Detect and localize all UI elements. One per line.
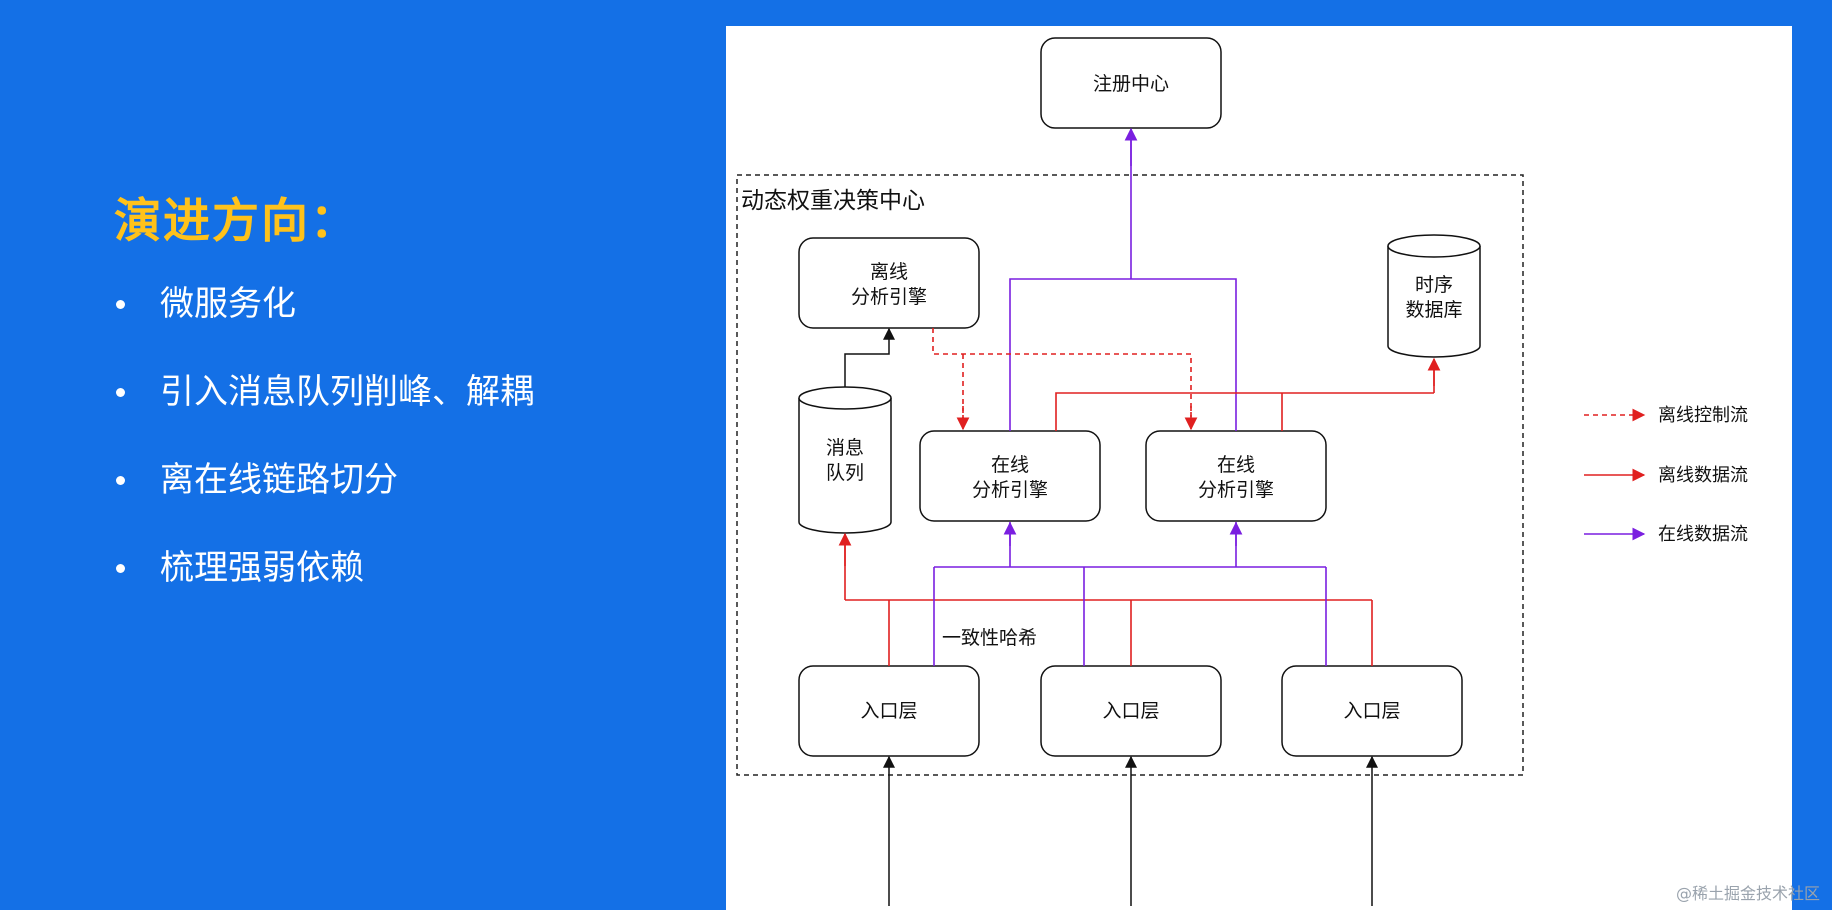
watermark-text: @稀土掘金技术社区 [1675, 884, 1820, 903]
online-engine-1-label-2: 分析引擎 [972, 479, 1048, 501]
registry-label: 注册中心 [1093, 73, 1169, 95]
slide-left-section: 演进方向： 微服务化 引入消息队列削峰、解耦 离在线链路切分 梳理强弱依赖 [0, 0, 720, 910]
architecture-diagram-panel: 动态权重决策中心 注册中心 离线 分析引擎 时序 数据库 消息 队列 在线 分析… [726, 26, 1792, 910]
online-engine-node-1 [919, 430, 1101, 522]
legend-offline-control-label: 离线控制流 [1658, 405, 1748, 426]
bullet-text: 微服务化 [160, 284, 296, 324]
bullet-list: 微服务化 引入消息队列削峰、解耦 离在线链路切分 梳理强弱依赖 [112, 282, 534, 634]
decision-center-label: 动态权重决策中心 [741, 188, 925, 214]
bullet-text: 引入消息队列削峰、解耦 [160, 372, 534, 412]
mq-to-offline-engine-arrow [844, 327, 895, 387]
offline-control-flow [932, 328, 1192, 428]
bullet-item: 引入消息队列削峰、解耦 [112, 370, 534, 458]
entry-layer-3-label: 入口层 [1343, 700, 1400, 722]
online-engine-1-label-1: 在线 [991, 454, 1029, 476]
entry-layer-1-label: 入口层 [860, 700, 917, 722]
offline-engine-label-2: 分析引擎 [851, 286, 927, 308]
message-queue-label-1: 消息 [826, 437, 864, 459]
tsdb-node [1387, 234, 1481, 358]
legend-online-data-label: 在线数据流 [1658, 524, 1748, 545]
legend: 离线控制流 离线数据流 在线数据流 [1584, 405, 1748, 545]
online-data-flow-bus [933, 522, 1327, 666]
message-queue-node [798, 386, 892, 534]
architecture-diagram: 动态权重决策中心 注册中心 离线 分析引擎 时序 数据库 消息 队列 在线 分析… [736, 37, 1748, 906]
engine-to-tsdb-flow [1055, 368, 1435, 431]
bullet-dot-icon [116, 300, 125, 309]
online-engine-node-2 [1145, 430, 1327, 522]
online-engine-2-label-1: 在线 [1217, 454, 1255, 476]
bullet-dot-icon [116, 476, 125, 485]
message-queue-label-2: 队列 [826, 462, 864, 484]
bullet-text: 梳理强弱依赖 [160, 548, 364, 588]
online-engine-2-label-2: 分析引擎 [1198, 479, 1274, 501]
bullet-dot-icon [116, 564, 125, 573]
tsdb-label-1: 时序 [1415, 274, 1453, 296]
bullet-dot-icon [116, 388, 125, 397]
consistent-hash-label-bg [938, 624, 1050, 650]
legend-offline-data-label: 离线数据流 [1658, 465, 1748, 486]
bullet-item: 梳理强弱依赖 [112, 546, 534, 634]
offline-data-flow-bus [844, 534, 1373, 666]
offline-engine-node [798, 237, 980, 329]
consistent-hash-label: 一致性哈希 [942, 627, 1037, 649]
bullet-text: 离在线链路切分 [160, 460, 398, 500]
bullet-item: 离在线链路切分 [112, 458, 534, 546]
tsdb-label-2: 数据库 [1405, 299, 1462, 321]
entry-layer-2-label: 入口层 [1102, 700, 1159, 722]
offline-engine-label-1: 离线 [870, 261, 908, 283]
bullet-item: 微服务化 [112, 282, 534, 370]
slide-title: 演进方向： [114, 194, 359, 249]
